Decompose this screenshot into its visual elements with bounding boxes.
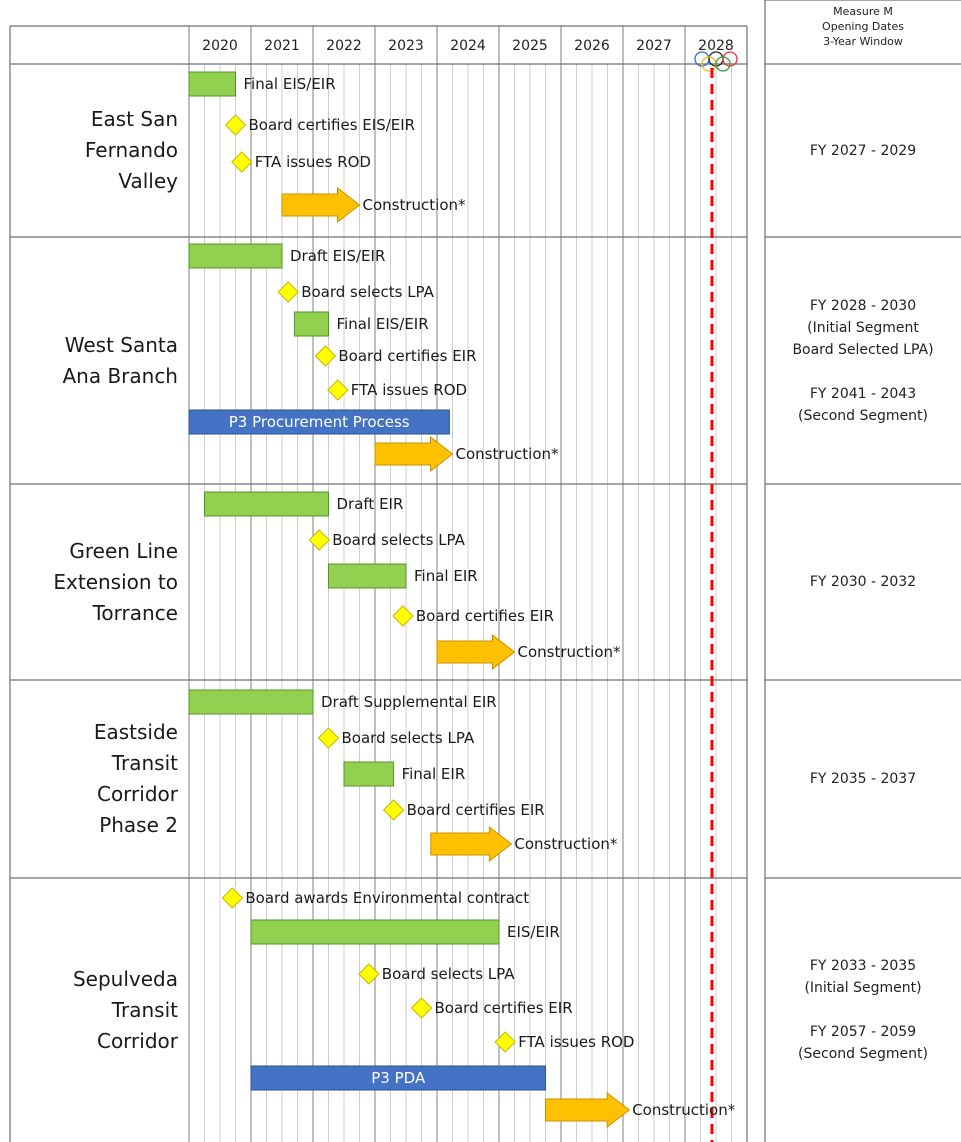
task-label: Draft Supplemental EIR bbox=[321, 693, 497, 711]
year-header: 2023 bbox=[388, 38, 424, 54]
task-label: Draft EIR bbox=[337, 495, 404, 513]
task-label: FTA issues ROD bbox=[518, 1033, 634, 1051]
task-label: Final EIR bbox=[414, 567, 478, 585]
milestone-diamond bbox=[224, 114, 247, 136]
milestone-diamond bbox=[221, 887, 244, 909]
task-label: Board certifies EIR bbox=[416, 607, 554, 625]
opening-date-line: (Second Segment) bbox=[798, 1046, 928, 1062]
construction-arrow bbox=[374, 435, 454, 473]
task-label: Board certifies EIR bbox=[338, 347, 476, 365]
phase-bar bbox=[250, 919, 500, 945]
milestone-diamond bbox=[382, 799, 405, 821]
project-name: East San Fernando Valley bbox=[84, 107, 178, 193]
year-header: 2027 bbox=[636, 38, 672, 54]
construction-arrow bbox=[430, 825, 513, 863]
header-line-3: 3-Year Window bbox=[823, 35, 903, 48]
task-label: Draft EIS/EIR bbox=[290, 247, 385, 265]
header-line-1: Measure M bbox=[833, 5, 893, 18]
milestone-diamond bbox=[494, 1031, 516, 1053]
milestone-diamond bbox=[317, 727, 340, 749]
task-label: Board certifies EIS/EIR bbox=[249, 116, 416, 134]
task-label: Board awards Environmental contract bbox=[245, 889, 529, 907]
year-header: 2022 bbox=[326, 38, 362, 54]
procurement-bar bbox=[250, 1065, 546, 1091]
opening-date-line: FY 2033 - 2035 bbox=[809, 958, 917, 974]
milestone-diamond bbox=[327, 379, 349, 401]
task-label: Final EIS/EIR bbox=[244, 75, 336, 93]
project-name: West Santa Ana Branch bbox=[62, 332, 178, 388]
phase-bar bbox=[188, 71, 236, 97]
opening-date-line: FY 2041 - 2043 bbox=[809, 385, 917, 402]
task-label: Board selects LPA bbox=[382, 965, 515, 983]
task-label: Construction* bbox=[514, 835, 618, 853]
task-label: Board certifies EIR bbox=[407, 801, 545, 819]
year-header: 2028 bbox=[698, 38, 734, 54]
task-label: Final EIR bbox=[402, 765, 466, 783]
year-header: 2024 bbox=[450, 38, 486, 54]
project-name: Green Line Extension to Torrance bbox=[53, 538, 178, 625]
project-name: Sepulveda Transit Corridor bbox=[72, 966, 178, 1053]
opening-dates-cell: FY 2027 - 2029 bbox=[765, 64, 961, 237]
milestone-diamond bbox=[277, 281, 299, 303]
header-line-2: Opening Dates bbox=[822, 20, 904, 33]
phase-bar bbox=[188, 243, 283, 269]
procurement-bar-label: P3 PDA bbox=[371, 1069, 426, 1087]
opening-date-line: Board Selected LPA) bbox=[792, 341, 934, 358]
task-label: Construction* bbox=[363, 196, 467, 214]
opening-dates-cell: FY 2033 - 2035 (Initial Segment) FY 2057 -… bbox=[765, 878, 961, 1142]
task-label: Construction* bbox=[456, 445, 560, 463]
milestone-diamond bbox=[230, 151, 253, 173]
phase-bar bbox=[204, 491, 329, 517]
opening-date-line: (Initial Segment bbox=[807, 319, 919, 336]
milestone-diamond bbox=[308, 529, 330, 551]
year-header: 2020 bbox=[202, 38, 238, 54]
year-header: 2026 bbox=[574, 38, 610, 54]
project-name: Eastside Transit Corridor Phase 2 bbox=[93, 720, 178, 837]
task-label: FTA issues ROD bbox=[351, 381, 467, 399]
opening-date-line: FY 2028 - 2030 bbox=[809, 297, 917, 314]
task-label: Construction* bbox=[518, 643, 622, 661]
construction-arrow bbox=[436, 633, 516, 671]
task-label: Board selects LPA bbox=[301, 283, 434, 301]
opening-date-line: FY 2035 - 2037 bbox=[809, 771, 917, 787]
construction-arrow bbox=[281, 186, 361, 224]
task-label: Board selects LPA bbox=[342, 729, 475, 747]
phase-bar bbox=[328, 563, 407, 589]
construction-arrow bbox=[545, 1091, 631, 1129]
task-label: EIS/EIR bbox=[507, 923, 560, 941]
task-label: Board selects LPA bbox=[332, 531, 465, 549]
milestone-diamond bbox=[358, 963, 380, 985]
phase-bar bbox=[293, 311, 329, 337]
milestone-diamond bbox=[410, 997, 433, 1019]
year-header: 2021 bbox=[264, 38, 300, 54]
year-header: 2025 bbox=[512, 38, 548, 54]
opening-date-line: FY 2057 - 2059 bbox=[809, 1024, 917, 1040]
task-label: Board certifies EIR bbox=[435, 999, 573, 1017]
task-label: Final EIS/EIR bbox=[337, 315, 429, 333]
milestone-diamond bbox=[314, 345, 337, 367]
task-label: FTA issues ROD bbox=[255, 153, 371, 171]
milestone-diamond bbox=[392, 605, 414, 627]
opening-dates-cell: FY 2035 - 2037 bbox=[765, 680, 961, 878]
procurement-bar-label: P3 Procurement Process bbox=[229, 413, 410, 431]
phase-bar bbox=[188, 689, 314, 715]
opening-date-line: (Initial Segment) bbox=[804, 980, 922, 996]
opening-date-line: (Second Segment) bbox=[798, 407, 928, 424]
opening-dates-cell: FY 2030 - 2032 bbox=[765, 484, 961, 680]
opening-date-line: FY 2027 - 2029 bbox=[809, 142, 917, 159]
procurement-bar bbox=[188, 409, 450, 435]
olympic-rings-icon bbox=[715, 56, 731, 72]
task-label: Construction* bbox=[632, 1101, 736, 1119]
opening-dates-header: Measure M Opening Dates 3-Year Window bbox=[765, 0, 961, 64]
phase-bar bbox=[343, 761, 395, 787]
opening-date-line: FY 2030 - 2032 bbox=[809, 574, 917, 590]
